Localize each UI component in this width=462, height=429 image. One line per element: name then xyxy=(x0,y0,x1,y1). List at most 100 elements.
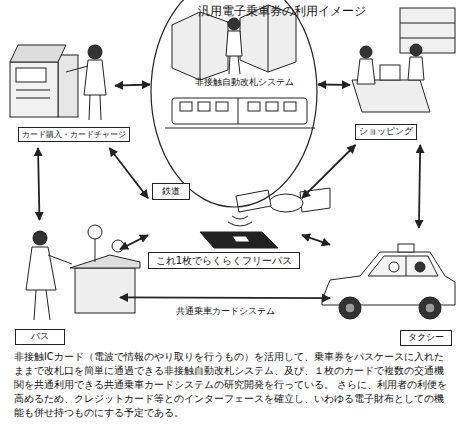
window-pillar xyxy=(406,256,407,276)
ellipse-region: 非接触自動改札システム鉄道 xyxy=(150,0,318,208)
train-window xyxy=(216,102,228,111)
car-body xyxy=(322,252,455,305)
label-text: ショッピング xyxy=(355,124,417,140)
train-window xyxy=(266,102,278,111)
card-reader xyxy=(200,188,330,248)
passenger xyxy=(226,18,242,74)
driver-head xyxy=(112,240,124,252)
person-leg xyxy=(34,290,36,320)
label-box: 鉄道 xyxy=(152,183,190,200)
ellipse-outline xyxy=(150,0,318,208)
machine-body xyxy=(10,62,58,117)
driver-seat xyxy=(70,255,140,268)
scene-region: カード購入・カードチャージ xyxy=(5,28,115,148)
scene-region: タクシー xyxy=(330,228,457,347)
person-leg xyxy=(46,290,50,320)
double-arrow xyxy=(120,297,330,300)
train xyxy=(165,98,315,128)
double-arrow xyxy=(302,235,330,245)
person-leg xyxy=(229,56,230,74)
double-arrow xyxy=(120,235,148,249)
person-body xyxy=(226,31,242,56)
hubcap xyxy=(425,303,435,313)
train-window xyxy=(198,102,210,111)
label-text: バス xyxy=(15,329,65,345)
shelf xyxy=(400,8,455,53)
person-arm xyxy=(48,255,72,264)
wheel xyxy=(419,297,441,319)
machine-slot xyxy=(16,98,50,99)
caption-text: 非接触ICカード（電波で情報のやり取りを行うもの）を活用して、乗車券をパスケース… xyxy=(14,350,450,420)
double-arrow xyxy=(110,148,149,198)
radio-wave xyxy=(232,216,248,219)
person-body xyxy=(26,247,56,290)
sleeve xyxy=(300,188,330,212)
driver-head xyxy=(389,262,399,272)
label-text: 非接触自動改札システム xyxy=(195,76,294,90)
label-text: タクシー xyxy=(400,330,452,346)
reader-mark xyxy=(232,236,250,242)
reader-plate xyxy=(200,232,278,248)
person-head xyxy=(33,231,47,245)
shelf-board xyxy=(400,38,455,39)
machine-top xyxy=(10,45,66,62)
ellipse-outline xyxy=(151,0,317,207)
hand xyxy=(269,194,303,212)
radio-wave xyxy=(228,222,252,226)
clerk-body xyxy=(408,57,424,80)
rail xyxy=(165,128,315,129)
hubcap xyxy=(345,303,355,313)
person-leg xyxy=(238,56,240,74)
gate-edge xyxy=(200,12,201,80)
train-window xyxy=(180,102,192,111)
taxi xyxy=(322,244,455,319)
shelf-board xyxy=(400,23,455,24)
customer-head xyxy=(360,46,372,58)
double-arrow xyxy=(318,84,350,86)
machine-slot xyxy=(16,90,50,91)
scene-region: バス xyxy=(5,220,120,347)
scene-region: これ1枚でらくらくフリーパス xyxy=(148,190,302,272)
train-joint xyxy=(238,98,239,124)
roof-sign xyxy=(398,244,414,252)
machine-screen xyxy=(16,68,46,82)
ticket-machine xyxy=(10,45,78,117)
train-body xyxy=(172,98,307,124)
ic-card xyxy=(236,190,271,212)
train-window xyxy=(248,102,260,111)
wheel xyxy=(339,297,361,319)
counter xyxy=(352,80,430,112)
label-text: これ1枚でらくらくフリーパス xyxy=(148,252,300,269)
double-arrow xyxy=(419,145,420,228)
double-arrow xyxy=(302,145,355,198)
clerk-head xyxy=(410,44,422,56)
person-body xyxy=(84,60,106,95)
person-head xyxy=(228,18,240,30)
shop xyxy=(352,8,455,112)
passenger-head xyxy=(415,262,425,272)
car-window xyxy=(368,256,438,276)
person xyxy=(66,45,106,120)
bus-scene xyxy=(26,225,140,320)
gate-body xyxy=(172,12,228,80)
person-leg xyxy=(89,95,90,120)
double-arrow xyxy=(38,148,40,220)
diagram-title: 汎用電子乗車券の利用イメージ xyxy=(198,3,366,20)
person-head xyxy=(88,45,102,59)
customer-body xyxy=(357,59,375,84)
train-window xyxy=(284,102,296,111)
person-leg xyxy=(100,95,101,120)
register xyxy=(380,65,400,80)
edge-label: 共通乗車カードシステム xyxy=(176,305,275,318)
scene-region: ショッピング xyxy=(350,5,458,145)
label-text: 鉄道 xyxy=(153,184,189,199)
mirror xyxy=(88,225,102,239)
fare-box xyxy=(75,268,135,313)
person-arm xyxy=(66,66,88,72)
machine-side xyxy=(58,55,78,117)
double-arrow xyxy=(115,85,150,86)
label-text: カード購入・カードチャージ xyxy=(18,127,130,142)
